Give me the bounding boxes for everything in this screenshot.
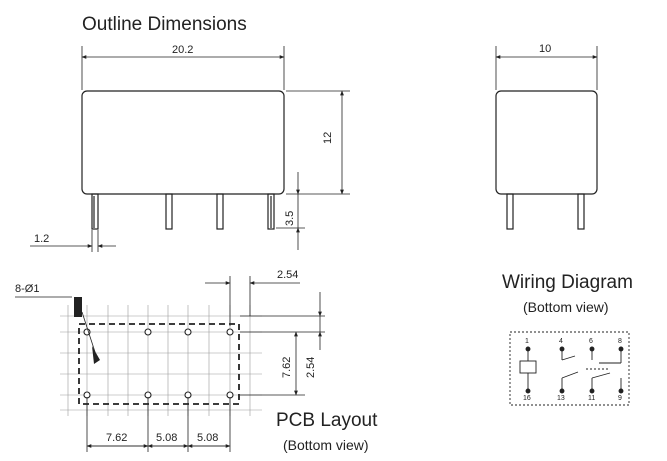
- pin-label-9: 9: [618, 395, 622, 402]
- pin-label-4: 4: [559, 338, 563, 345]
- label-body-width: 10: [539, 43, 552, 55]
- front-pin-4: [267, 193, 275, 230]
- pin-label-8: 8: [618, 338, 622, 345]
- side-pin-right: [577, 193, 585, 230]
- outline-title: Outline Dimensions: [82, 14, 247, 35]
- wiring-subtitle: (Bottom view): [523, 299, 609, 315]
- pcb-hole: [83, 328, 91, 336]
- dim-body-length: [81, 46, 285, 90]
- dim-pitch: [205, 276, 300, 326]
- relay-body-side: [495, 90, 598, 195]
- label-pin-width: 1.2: [34, 233, 50, 245]
- pcb-outline: [78, 323, 240, 405]
- pcb-title: PCB Layout: [276, 410, 378, 431]
- label-bottom-c: 5.08: [197, 432, 219, 444]
- label-pitch: 2.54: [277, 269, 299, 281]
- dim-rows: [240, 292, 325, 396]
- label-pin-length: 3.5: [284, 210, 296, 226]
- pin-label-1: 1: [525, 338, 529, 345]
- pin-label-6: 6: [589, 338, 593, 345]
- dim-body-height: [286, 90, 350, 195]
- label-body-length: 20.2: [172, 44, 194, 56]
- label-row-pitch: 2.54: [305, 356, 317, 378]
- label-bottom-b: 5.08: [156, 432, 178, 444]
- pin-label-11: 11: [588, 395, 596, 402]
- pin-label-16: 16: [523, 395, 531, 402]
- front-pin-3: [216, 193, 224, 230]
- front-pin-1: [91, 193, 99, 230]
- pcb-grid: [60, 305, 262, 416]
- wiring-schematic: [519, 346, 624, 394]
- front-pin-2: [165, 193, 173, 230]
- coil-symbol: [519, 360, 537, 374]
- pcb-hole: [144, 328, 152, 336]
- label-hole-spec: 8-Ø1: [15, 283, 40, 295]
- dim-bottom: [86, 397, 231, 452]
- label-bottom-a: 7.62: [106, 432, 128, 444]
- front-view: [81, 90, 285, 230]
- wiring-title: Wiring Diagram: [502, 272, 633, 293]
- relay-body-front: [81, 90, 285, 195]
- pin-label-13: 13: [557, 395, 565, 402]
- dim-pin-width: [30, 230, 116, 252]
- pcb-subtitle: (Bottom view): [283, 437, 369, 453]
- pin1-marker: [74, 297, 100, 364]
- label-body-height: 12: [322, 131, 334, 144]
- side-view: [495, 90, 598, 230]
- dim-body-width: [495, 46, 598, 90]
- pcb-holes: [83, 328, 234, 399]
- pcb-hole: [184, 328, 192, 336]
- dim-pin-length: [276, 172, 305, 250]
- label-row-spacing: 7.62: [281, 356, 293, 378]
- side-pin-left: [506, 193, 514, 230]
- pcb-hole: [226, 328, 234, 336]
